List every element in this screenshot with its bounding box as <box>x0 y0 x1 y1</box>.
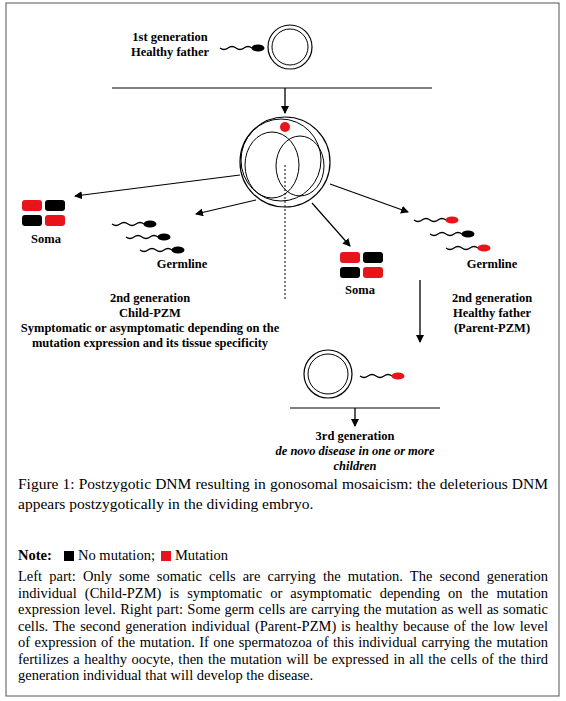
split-arrow <box>312 203 350 246</box>
sperm-icon <box>140 246 185 253</box>
soma-cell <box>340 267 360 278</box>
down-arrow <box>284 88 285 113</box>
part-label: Soma <box>16 232 76 247</box>
soma-cell <box>363 252 383 263</box>
mutation-dot <box>280 122 290 132</box>
legend-text: No mutation; <box>78 547 155 564</box>
soma-cell <box>340 252 360 263</box>
legend-row: No mutation; Mutation <box>58 547 228 564</box>
generation-label: Healthy father <box>432 306 552 321</box>
oocyte-outer <box>304 350 352 398</box>
sperm-icon <box>430 230 475 237</box>
divider-dotted <box>285 165 286 300</box>
fertilization-line <box>290 407 440 408</box>
description-text: de novo disease in one or more children <box>270 444 440 474</box>
sperm-icon <box>414 216 459 223</box>
embryo-cell <box>245 132 299 198</box>
sperm-icon <box>126 233 171 240</box>
generation-label: 3rd generation <box>275 429 435 444</box>
note-label: Note: <box>18 547 62 564</box>
sperm-icon <box>220 44 265 51</box>
legend-text: Mutation <box>175 547 228 564</box>
embryo-cell <box>276 136 324 196</box>
legend-swatch <box>161 551 171 561</box>
sperm-icon <box>112 220 157 227</box>
soma-cell <box>22 215 42 226</box>
down-arrow <box>354 408 355 426</box>
description-text: Symptomatic or asymptomatic depending on… <box>5 321 295 351</box>
figure-frame <box>6 3 559 696</box>
down-arrow <box>419 280 420 342</box>
sperm-icon <box>360 372 405 379</box>
soma-cell <box>363 267 383 278</box>
generation-label: (Parent-PZM) <box>432 321 552 336</box>
soma-cell <box>45 215 65 226</box>
generation-label: Child-PZM <box>70 306 230 321</box>
soma-cell <box>45 200 65 211</box>
figure-caption: Figure 1: Postzygotic DNM resulting in g… <box>18 474 548 514</box>
split-arrow <box>75 175 240 196</box>
oocyte-inner <box>272 29 308 65</box>
embryo-cell <box>241 119 321 201</box>
fertilization-line <box>112 87 432 88</box>
split-arrow <box>196 200 256 214</box>
part-label: Soma <box>330 283 390 298</box>
generation-label: Healthy father <box>105 45 235 60</box>
oocyte-inner <box>308 354 348 394</box>
note-text: Left part: Only some somatic cells are c… <box>18 568 548 684</box>
generation-label: 2nd generation <box>432 291 552 306</box>
generation-label: 2nd generation <box>70 291 230 306</box>
sperm-icon <box>446 244 491 251</box>
part-label: Germline <box>142 257 222 272</box>
oocyte-outer <box>268 25 312 69</box>
part-label: Germline <box>452 257 532 272</box>
split-arrow <box>330 184 408 212</box>
legend-swatch <box>64 551 74 561</box>
generation-label: 1st generation <box>105 30 235 45</box>
soma-cell <box>22 200 42 211</box>
